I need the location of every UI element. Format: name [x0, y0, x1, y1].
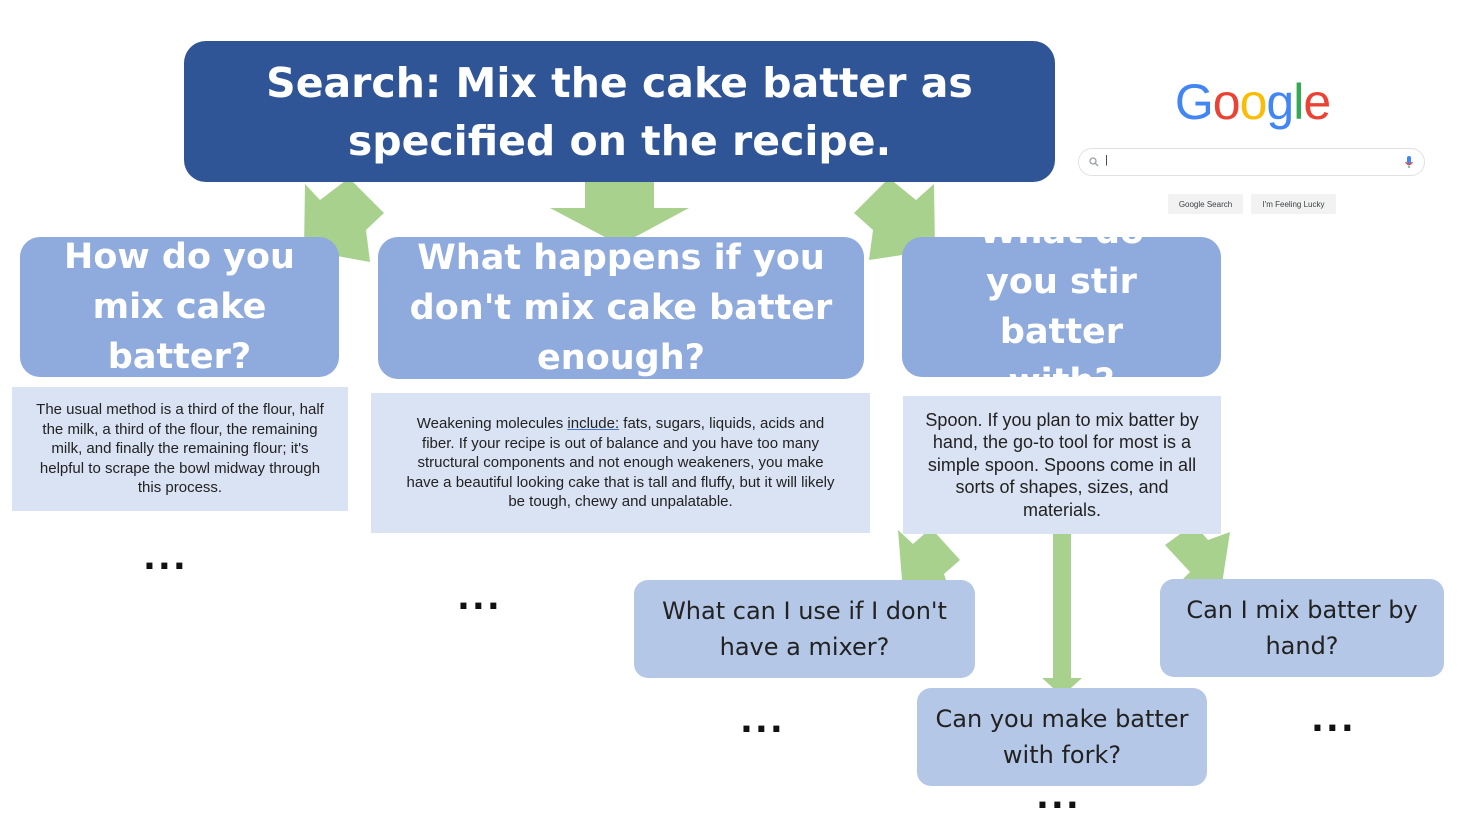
- ellipsis-f3: ...: [1311, 700, 1356, 740]
- google-search-button-label: Google Search: [1178, 199, 1233, 209]
- arrow-root-to-q2: [550, 170, 689, 245]
- ellipsis-q1: ...: [143, 538, 188, 578]
- arrow-a3-to-f2: [1042, 520, 1082, 696]
- answer-how-to-mix: The usual method is a third of the flour…: [12, 387, 348, 511]
- logo-letter-o2: o: [1239, 74, 1268, 130]
- followup-by-hand-text: Can I mix batter by hand?: [1186, 596, 1418, 660]
- arrow-a3-to-f1: [898, 528, 960, 592]
- logo-letter-g2: g: [1266, 74, 1294, 130]
- ellipsis-q2: ...: [457, 578, 502, 618]
- answer-stir-with-text: Spoon. If you plan to mix batter by hand…: [925, 409, 1199, 520]
- question-how-to-mix: How do you mix cake batter?: [20, 237, 339, 377]
- logo-letter-g: G: [1174, 74, 1214, 130]
- followup-by-hand: Can I mix batter by hand?: [1160, 579, 1444, 677]
- logo-letter-l: l: [1293, 74, 1304, 130]
- question-how-to-mix-text: How do you mix cake batter?: [64, 237, 295, 377]
- followup-fork: Can you make batter with fork?: [917, 688, 1207, 786]
- ellipsis-f2: ...: [1036, 777, 1081, 817]
- google-search-input[interactable]: |: [1078, 148, 1425, 176]
- magnifier-icon: [1089, 157, 1099, 167]
- google-search-button[interactable]: Google Search: [1168, 194, 1243, 214]
- answer-not-mixed-enough-paragraph: Weakening molecules include: fats, sugar…: [403, 414, 838, 512]
- followup-no-mixer-text: What can I use if I don't have a mixer?: [662, 597, 947, 661]
- google-logo: Google: [1165, 70, 1340, 134]
- logo-letter-o1: o: [1212, 74, 1241, 130]
- search-input-value: |: [1105, 154, 1108, 166]
- feeling-lucky-button-label: I'm Feeling Lucky: [1262, 199, 1325, 209]
- answer-not-mixed-enough-lead: Weakening molecules: [416, 415, 568, 433]
- answer-stir-with: Spoon. If you plan to mix batter by hand…: [903, 396, 1221, 534]
- question-stir-with: What do you stir batter with?: [902, 237, 1221, 377]
- logo-letter-e: e: [1303, 74, 1331, 130]
- question-not-mixed-enough-text: What happens if you don't mix cake batte…: [409, 238, 833, 378]
- question-stir-with-text: What do you stir batter with?: [979, 237, 1144, 377]
- ellipsis-f1: ...: [740, 701, 785, 741]
- microphone-icon[interactable]: [1404, 155, 1414, 170]
- root-search-query: Search: Mix the cake batter as specified…: [184, 41, 1055, 182]
- feeling-lucky-button[interactable]: I'm Feeling Lucky: [1251, 194, 1336, 214]
- answer-include-link[interactable]: include:: [567, 415, 620, 433]
- answer-not-mixed-enough-rest: fats, sugars, liquids, acids and fiber. …: [406, 415, 835, 511]
- question-not-mixed-enough: What happens if you don't mix cake batte…: [378, 237, 864, 379]
- followup-no-mixer: What can I use if I don't have a mixer?: [634, 580, 975, 678]
- root-search-text: Search: Mix the cake batter as specified…: [266, 58, 973, 165]
- answer-how-to-mix-text: The usual method is a third of the flour…: [36, 401, 324, 497]
- followup-fork-text: Can you make batter with fork?: [935, 705, 1189, 769]
- answer-not-mixed-enough: Weakening molecules include: fats, sugar…: [371, 393, 870, 533]
- arrow-a3-to-f3: [1165, 524, 1230, 590]
